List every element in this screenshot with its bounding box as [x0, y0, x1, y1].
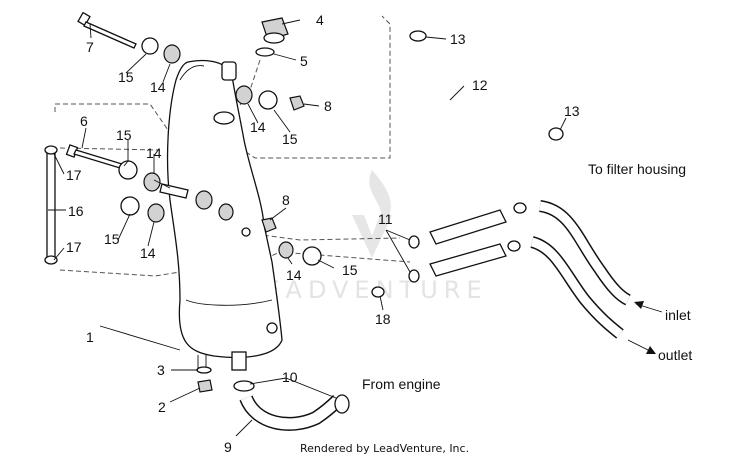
- callout-10: 10: [282, 369, 298, 385]
- mount-right-lower: [261, 217, 322, 266]
- callout-1: 1: [86, 329, 94, 345]
- callout-3: 3: [157, 362, 165, 378]
- bolt-6: [65, 144, 234, 221]
- bolt-7: [77, 11, 181, 64]
- callout-13-right: 13: [564, 103, 580, 119]
- callout-15-right: 15: [282, 131, 298, 147]
- tube-16: [44, 145, 58, 265]
- callout-14-low: 14: [140, 245, 156, 261]
- callout-14-right: 14: [250, 119, 266, 135]
- callout-9: 9: [224, 439, 232, 455]
- callout-6: 6: [80, 113, 88, 129]
- callout-11: 11: [378, 211, 393, 227]
- callout-15-right-low: 15: [342, 262, 358, 278]
- callout-16: 16: [68, 203, 84, 219]
- watermark-text: LEADVENTURE: [245, 276, 488, 304]
- label-from-engine: From engine: [362, 376, 441, 392]
- label-to-filter-housing: To filter housing: [588, 161, 686, 177]
- flow-arrows: [627, 301, 663, 354]
- callout-18: 18: [375, 311, 391, 327]
- callout-numbers: 1 2 3 4 5 6 7 8 8 9 10 11 12 13 13 14 14…: [66, 12, 580, 455]
- fittings-11: [371, 202, 527, 298]
- label-inlet: inlet: [665, 307, 691, 323]
- filler-cap: [255, 17, 289, 57]
- watermark: LEADVENTURE: [245, 170, 488, 304]
- oil-lines: [530, 200, 631, 339]
- callout-15-mid: 15: [116, 127, 132, 143]
- callout-14-right-low: 14: [286, 267, 302, 283]
- callout-4: 4: [316, 12, 324, 28]
- callout-14-mid: 14: [146, 145, 162, 161]
- callout-15-low: 15: [104, 231, 120, 247]
- leader-lines: [48, 19, 567, 437]
- callout-17-bottom: 17: [66, 239, 82, 255]
- mount-left-lower: [120, 196, 165, 223]
- callout-15-top: 15: [118, 69, 134, 85]
- label-outlet: outlet: [658, 347, 692, 363]
- callout-13-top: 13: [450, 31, 466, 47]
- callout-5: 5: [300, 53, 308, 69]
- callout-7: 7: [86, 39, 94, 55]
- credit-text: Rendered by LeadVenture, Inc.: [300, 442, 469, 455]
- hose-9: [233, 380, 350, 431]
- mount-right-upper: [235, 85, 305, 111]
- callout-2: 2: [158, 399, 166, 415]
- callout-8-top: 8: [324, 98, 332, 114]
- callout-14-top: 14: [150, 79, 166, 95]
- callout-17-top: 17: [66, 167, 82, 183]
- callout-8-mid: 8: [282, 192, 290, 208]
- text-labels: To filter housing inlet outlet From engi…: [300, 161, 692, 455]
- hose-12: [408, 30, 564, 141]
- callout-12: 12: [472, 77, 488, 93]
